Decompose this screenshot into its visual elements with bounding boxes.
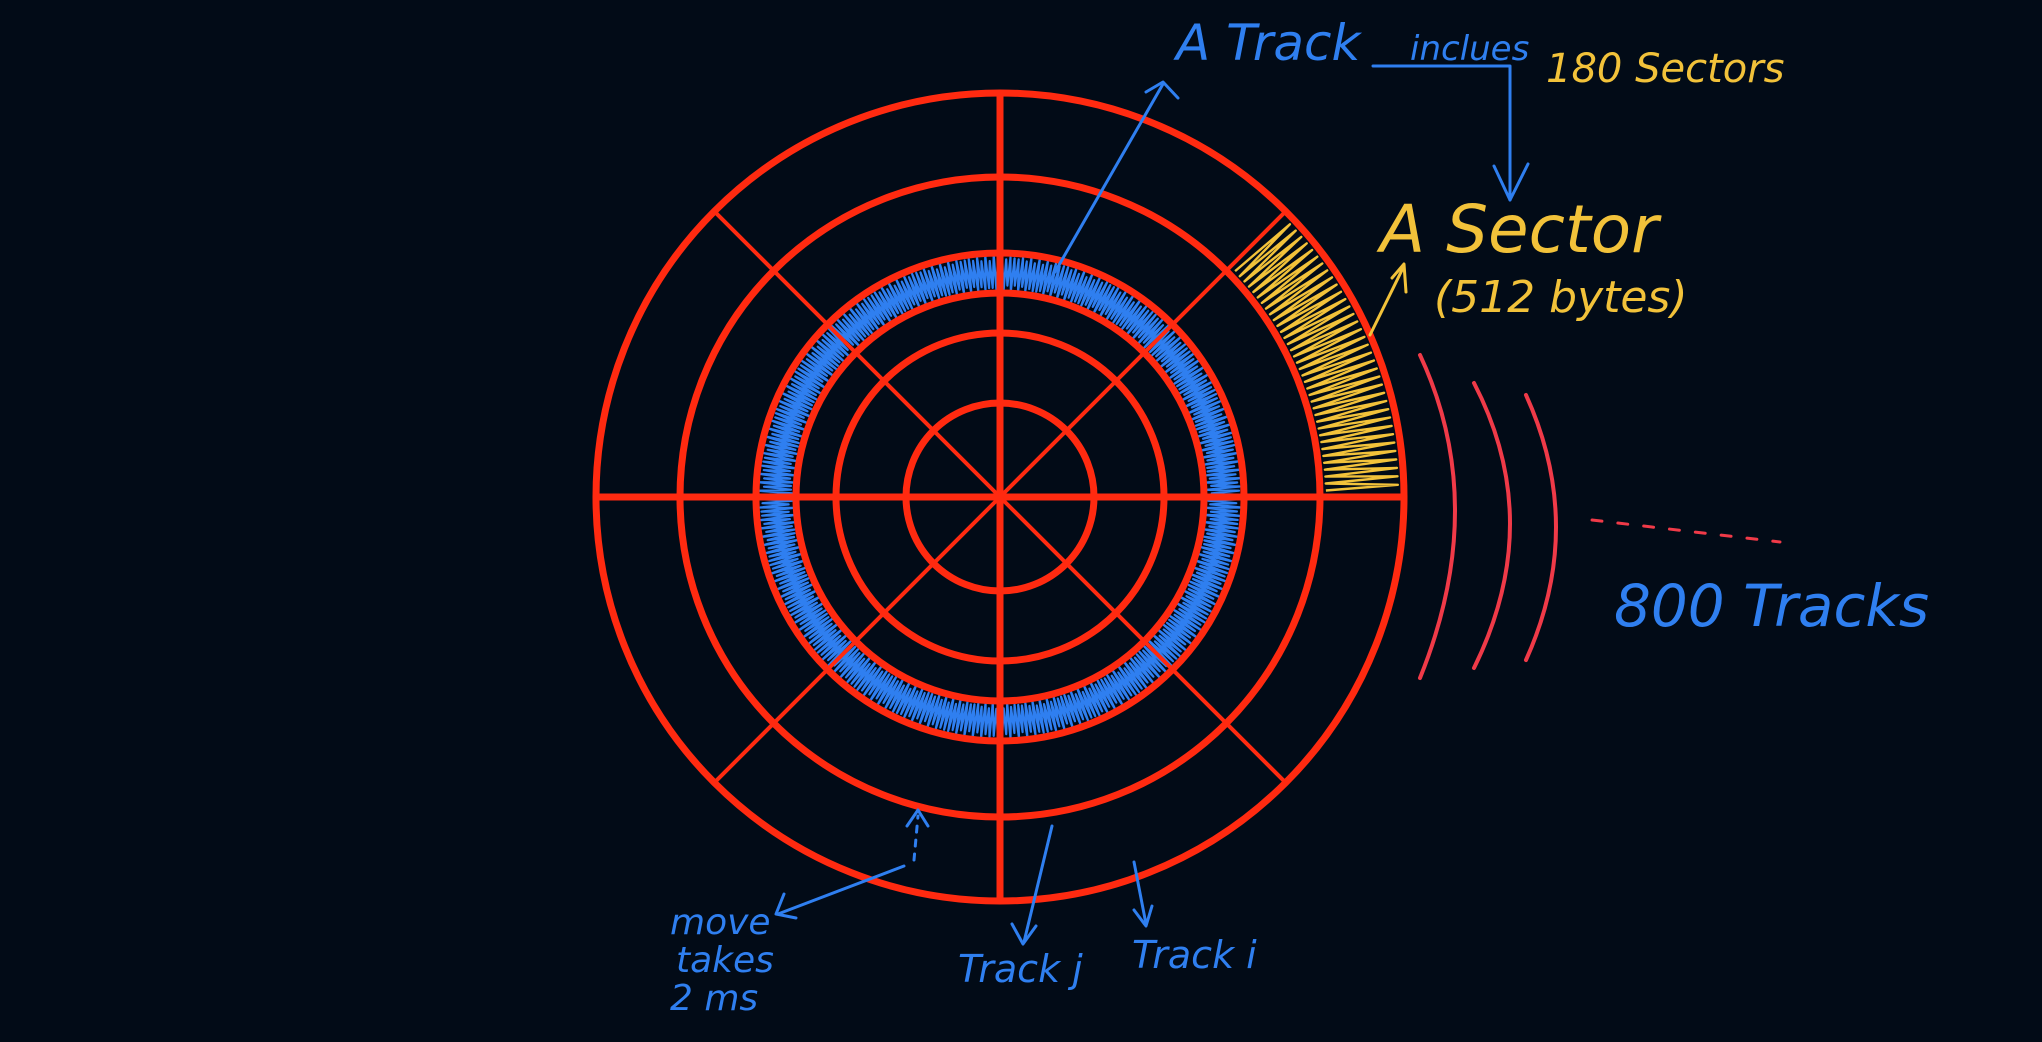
sector-arrow (1368, 264, 1406, 337)
label-move-line3: 2 ms (670, 978, 758, 1019)
more-tracks-arcs (1418, 353, 1558, 680)
move-dotted (912, 814, 920, 862)
label-a-track: A Track (1173, 14, 1362, 72)
label-track-i: Track i (1132, 933, 1257, 977)
move-arrow (776, 864, 906, 916)
sector-divider-6 (712, 209, 1002, 499)
includes-connector (1371, 64, 1512, 202)
sector-divider-4 (712, 495, 1002, 785)
sector-divider-2 (998, 495, 1288, 785)
more-tracks-arc-2 (1472, 381, 1512, 670)
includes-connector-head (1492, 162, 1530, 202)
sector-divider-8 (998, 209, 1288, 499)
label-sector-count: 180 Sectors (1546, 46, 1785, 92)
highlighted-sector (1234, 223, 1399, 492)
track-j-arrow-head (1010, 922, 1038, 946)
label-move-line1: move (670, 902, 771, 943)
label-includes: inclues (1410, 29, 1529, 69)
move-dotted-head (905, 808, 930, 828)
label-a-sector: A Sector (1376, 191, 1662, 268)
track-arrow-head (1144, 80, 1180, 100)
sector-arrow-head (1390, 262, 1408, 294)
label-track-j: Track j (958, 947, 1083, 991)
label-sector-size: (512 bytes) (1434, 272, 1688, 323)
more-tracks-dots (1590, 518, 1782, 544)
label-track-count: 800 Tracks (1614, 572, 1929, 640)
annotation-arrows (774, 64, 1782, 946)
disk-platter (592, 89, 1408, 905)
track-i-arrow (1132, 860, 1148, 926)
annotation-labels: A Track inclues 180 Sectors A Sector (51… (670, 14, 1929, 1019)
track-arrow (1053, 82, 1165, 274)
move-arrow-head (774, 892, 798, 920)
label-move-line2: takes (676, 940, 774, 981)
track-i-arrow-head (1132, 904, 1154, 928)
track-j-arrow (1022, 824, 1054, 944)
more-tracks-arc-1 (1418, 353, 1457, 680)
more-tracks-arc-3 (1524, 393, 1558, 662)
